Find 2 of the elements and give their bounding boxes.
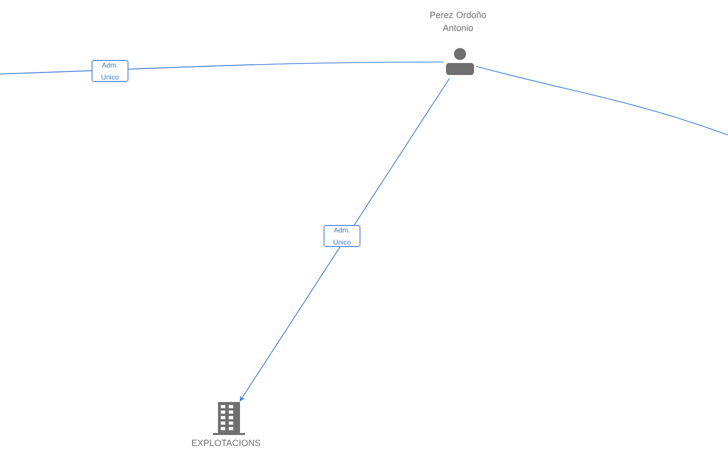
connector-line: [476, 66, 728, 136]
connector-line: [0, 62, 444, 74]
